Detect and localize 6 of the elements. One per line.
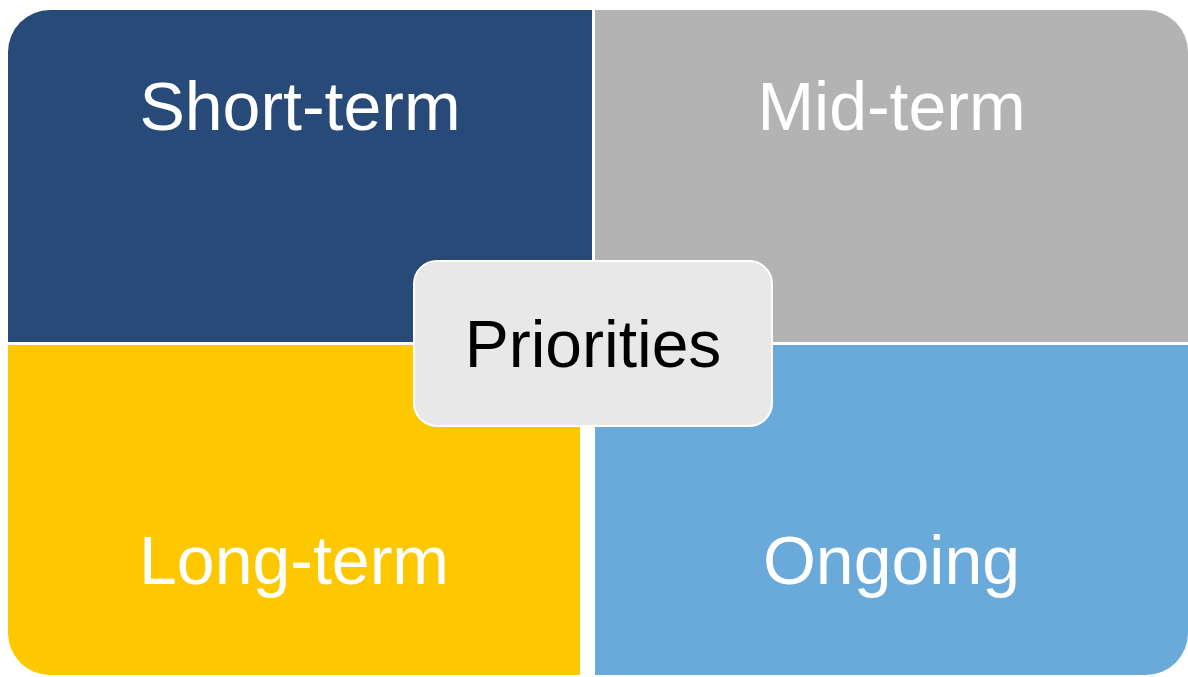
quadrant-label: Short-term [139, 67, 461, 145]
center-label: Priorities [464, 305, 722, 382]
quadrant-label: Ongoing [762, 521, 1021, 599]
quadrant-label: Mid-term [757, 67, 1026, 145]
quadrant-label: Long-term [139, 521, 449, 599]
center-box [413, 260, 773, 427]
